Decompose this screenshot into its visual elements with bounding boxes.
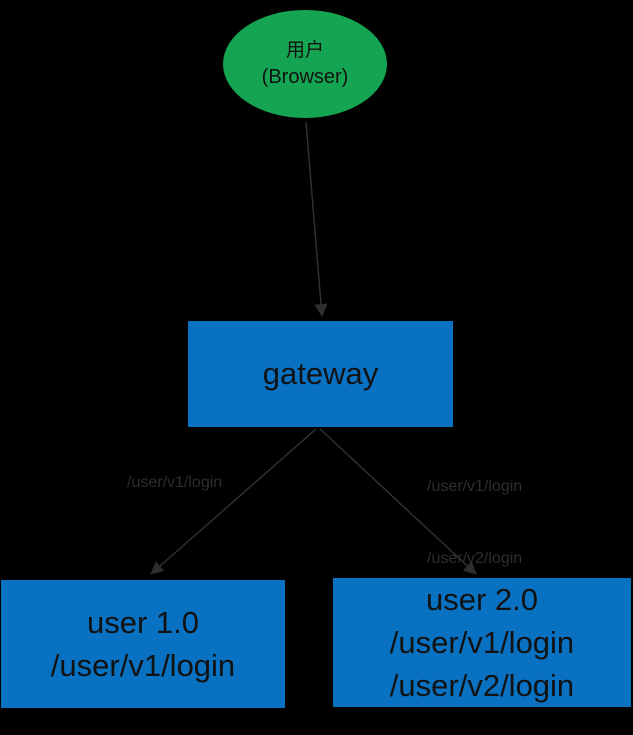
edge-gateway-to-user20 <box>319 428 477 575</box>
node-user-browser-label-en: (Browser) <box>261 66 349 88</box>
node-user-v1-title: user 1.0 <box>86 605 199 640</box>
node-user-browser-label-cn: 用户 <box>285 40 324 61</box>
node-user-v1-route: /user/v1/login <box>50 648 236 683</box>
edge-label-gateway-to-user10: /user/v1/login <box>127 474 223 491</box>
node-gateway: gateway <box>188 321 453 427</box>
edge-gateway-to-user10 <box>150 428 317 575</box>
edge-user-to-gateway <box>305 121 328 317</box>
node-user-browser: 用户 (Browser) <box>223 10 387 118</box>
node-user-v2: user 2.0 /user/v1/login /user/v2/login <box>333 578 631 707</box>
edge-label-gateway-to-user20-v1: /user/v1/login <box>427 478 523 495</box>
node-user-v2-title: user 2.0 <box>425 582 538 617</box>
node-user-v1: user 1.0 /user/v1/login <box>1 580 285 708</box>
edge-label-gateway-to-user20-v2: /user/v2/login <box>427 550 523 567</box>
node-gateway-label: gateway <box>262 356 379 391</box>
node-user-v2-route-2: /user/v2/login <box>389 668 575 703</box>
node-user-v2-route-1: /user/v1/login <box>389 625 575 660</box>
